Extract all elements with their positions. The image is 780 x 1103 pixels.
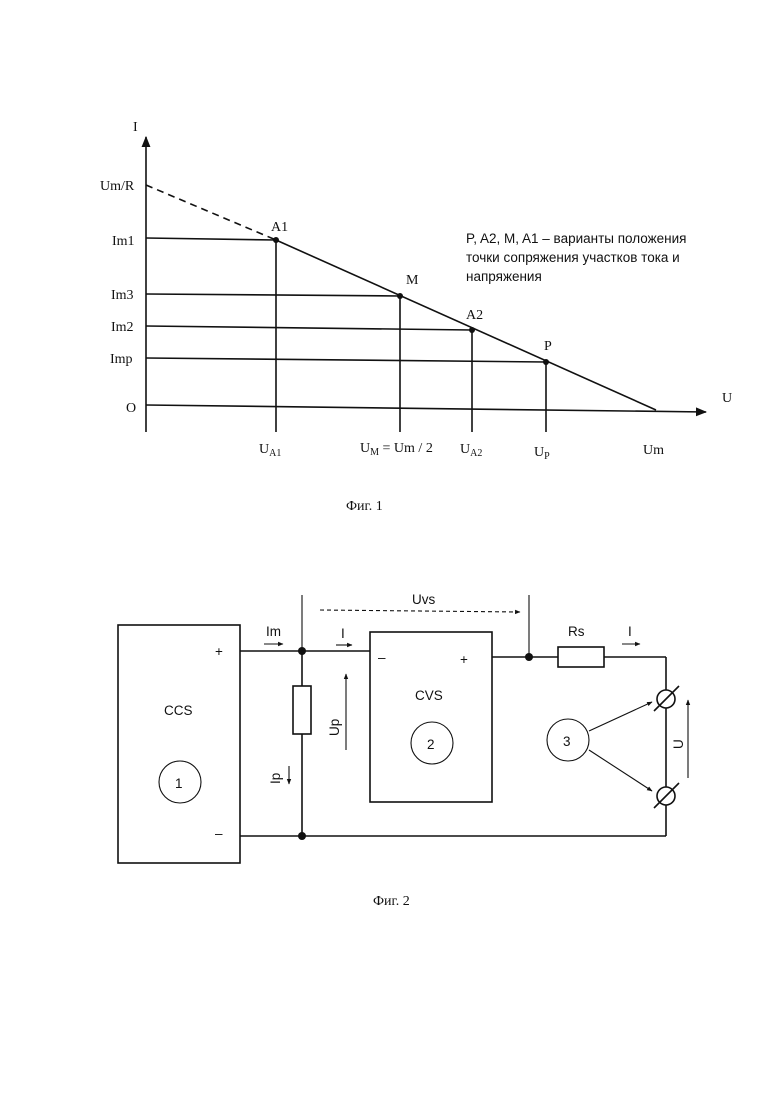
figure-1-caption: Фиг. 1 <box>346 499 383 514</box>
junction-top-right <box>525 653 533 661</box>
y-tick-im1: Im1 <box>112 234 135 249</box>
up-label: Up <box>327 719 342 736</box>
note-line-2: точки сопряжения участков тока и <box>466 250 680 265</box>
cvs-plus: + <box>460 652 468 667</box>
y-tick-imp: Imp <box>110 352 133 367</box>
figure-2-caption: Фиг. 2 <box>373 894 410 909</box>
cvs-minus: – <box>378 650 386 665</box>
point-m-label: M <box>406 273 419 288</box>
i-label-2: I <box>628 624 632 639</box>
im2-line <box>146 326 472 330</box>
rs-label: Rs <box>568 624 585 639</box>
y-tick-im2: Im2 <box>111 320 134 335</box>
y-tick-im3: Im3 <box>111 288 134 303</box>
point-a2 <box>469 327 475 333</box>
x-tick-up: UP <box>534 445 550 462</box>
y-axis-label: I <box>133 120 138 135</box>
x-tick-ua2: UA2 <box>460 442 482 459</box>
note-line-1: P, A2, M, A1 – варианты положения <box>466 231 687 246</box>
x-tick-um: Um <box>643 443 664 458</box>
uvs-arrow <box>320 610 520 612</box>
imp-line <box>146 358 546 362</box>
point-p-label: P <box>544 339 552 354</box>
rs-resistor <box>558 647 604 667</box>
origin-label: O <box>126 401 136 416</box>
note-line-3: напряжения <box>466 269 542 284</box>
ccs-number: 1 <box>175 776 183 791</box>
load-arrow-top <box>589 702 652 731</box>
x-tick-um-half: UM = Um / 2 <box>360 441 433 458</box>
x-axis-label: U <box>722 391 732 406</box>
load-arrow-bottom <box>589 750 652 791</box>
figure-1-graph: I U O A1 M A2 P Um/R Im1 Im3 Im2 Imp UA1 <box>100 120 732 514</box>
im3-line <box>146 294 400 296</box>
point-a2-label: A2 <box>466 308 483 323</box>
junction-bottom-left <box>298 832 306 840</box>
im-label: Im <box>266 624 281 639</box>
x-tick-ua1: UA1 <box>259 442 281 459</box>
i-label-1: I <box>341 626 345 641</box>
load-line-dashed <box>146 185 276 240</box>
point-a1 <box>273 237 279 243</box>
load-number: 3 <box>563 734 571 749</box>
ccs-minus: – <box>215 826 223 841</box>
im1-line <box>146 238 276 240</box>
point-m <box>397 293 403 299</box>
uvs-label: Uvs <box>412 592 435 607</box>
load-line <box>276 240 656 410</box>
u-label: U <box>671 739 686 749</box>
ccs-label: CCS <box>164 703 193 718</box>
x-axis <box>146 405 706 412</box>
point-p <box>543 359 549 365</box>
ip-label: Ip <box>268 773 283 784</box>
cvs-number: 2 <box>427 737 435 752</box>
shunt-resistor <box>293 686 311 734</box>
y-tick-umr: Um/R <box>100 179 135 194</box>
figure-2-circuit: CCS 1 + – Uvs CVS 2 – + Rs <box>118 592 688 909</box>
cvs-block <box>370 632 492 802</box>
ccs-plus: + <box>215 644 223 659</box>
cvs-label: CVS <box>415 688 443 703</box>
point-a1-label: A1 <box>271 220 288 235</box>
